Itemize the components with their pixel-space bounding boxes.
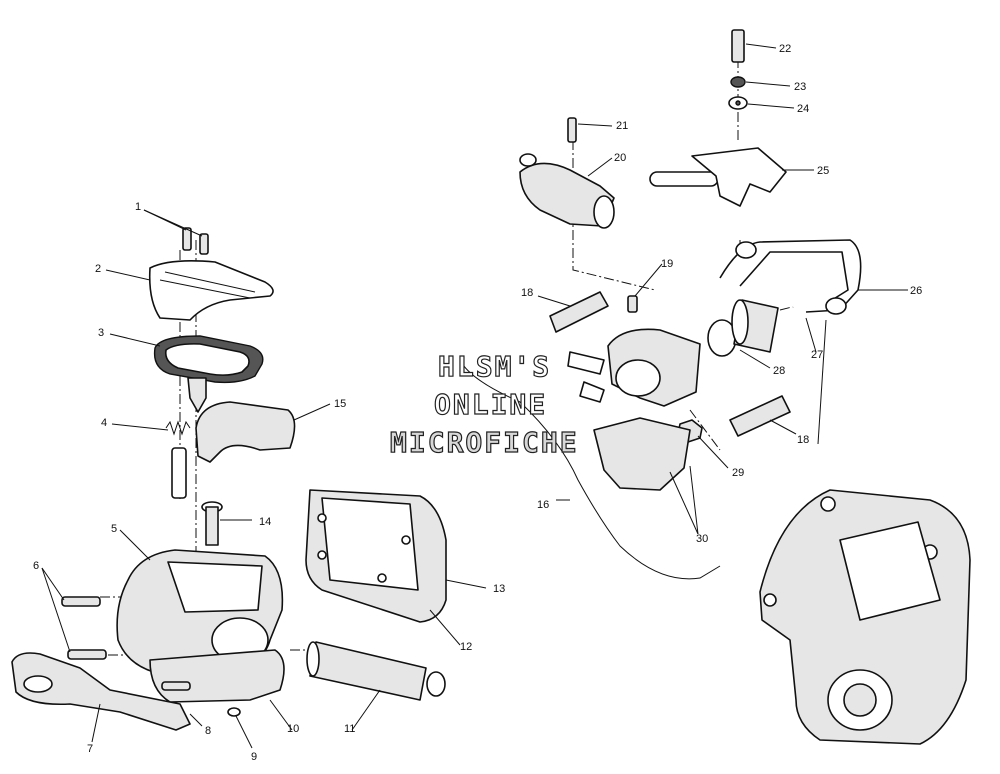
- callout-26: 26: [910, 285, 922, 297]
- shaft-part-11: [306, 641, 446, 701]
- piston-part-28: [707, 299, 779, 357]
- callout-7: 7: [87, 743, 93, 755]
- callout-18-lower: 18: [797, 434, 809, 446]
- bolt-washers-part-22-24: [728, 29, 748, 110]
- pad-part-18-lower: [729, 395, 791, 437]
- callout-25: 25: [817, 165, 829, 177]
- watermark-line-2: ONLINE: [434, 388, 547, 421]
- throttle-control-assembly: [11, 227, 447, 731]
- callout-13: 13: [493, 583, 505, 595]
- fitting-part-20: [519, 153, 615, 229]
- watermark: HLSM'S ONLINE MICROFICHE: [389, 349, 579, 459]
- screw-part-8: [161, 681, 191, 691]
- throttle-lever-part-15: [195, 401, 296, 463]
- callout-27: 27: [811, 349, 823, 361]
- screw-part-6: [61, 596, 107, 660]
- brake-lever-part-7: [11, 652, 191, 731]
- callout-11: 11: [344, 723, 355, 735]
- watermark-line-3: MICROFICHE: [390, 426, 579, 459]
- leader-lines: [41, 43, 908, 749]
- callout-15: 15: [334, 398, 346, 410]
- callout-12: 12: [460, 641, 472, 653]
- callout-28: 28: [773, 365, 785, 377]
- callout-6: 6: [33, 560, 39, 572]
- clip-part-9: [227, 707, 241, 717]
- bracket-part-25: [649, 147, 787, 207]
- callout-22: 22: [779, 43, 791, 55]
- callout-23: 23: [794, 81, 806, 93]
- callout-30: 30: [696, 533, 708, 545]
- plunger: [187, 377, 207, 413]
- callout-24: 24: [797, 103, 809, 115]
- bolt-part-21: [567, 117, 577, 143]
- callout-16: 16: [537, 499, 549, 511]
- callout-21: 21: [616, 120, 628, 132]
- pad-part-18-upper: [549, 291, 609, 333]
- gasket-part-3: [153, 335, 264, 384]
- callout-9: 9: [251, 751, 257, 763]
- lower-housing-part-10: [149, 649, 285, 703]
- callout-8: 8: [205, 725, 211, 737]
- callout-3: 3: [98, 327, 104, 339]
- callout-18-upper: 18: [521, 287, 533, 299]
- line-part-16: [459, 359, 721, 580]
- callout-19: 19: [661, 258, 673, 270]
- callout-1: 1: [135, 201, 141, 213]
- cover-plate-part-12-13: [305, 489, 447, 623]
- bracket-part-30: [593, 417, 691, 491]
- crankcase: [759, 489, 971, 745]
- caliper-body: [567, 328, 701, 407]
- watermark-line-1: HLSM'S: [438, 350, 551, 383]
- callout-29: 29: [732, 467, 744, 479]
- pin-part-14: [201, 501, 223, 546]
- loop-bracket-part-26: [719, 239, 862, 315]
- callout-labels: 1 2 3 4 5 6 7 8 9 10 11 12 13 14 15 16 1…: [33, 43, 922, 763]
- callout-10: 10: [287, 723, 299, 735]
- bleeder-part-19: [627, 295, 638, 313]
- caliper-assembly: [459, 29, 971, 745]
- callout-5: 5: [111, 523, 117, 535]
- callout-14: 14: [259, 516, 271, 528]
- screw-part-1: [182, 227, 209, 255]
- callout-2: 2: [95, 263, 101, 275]
- callout-20: 20: [614, 152, 626, 164]
- callout-4: 4: [101, 417, 107, 429]
- spring-part-4: [165, 420, 191, 436]
